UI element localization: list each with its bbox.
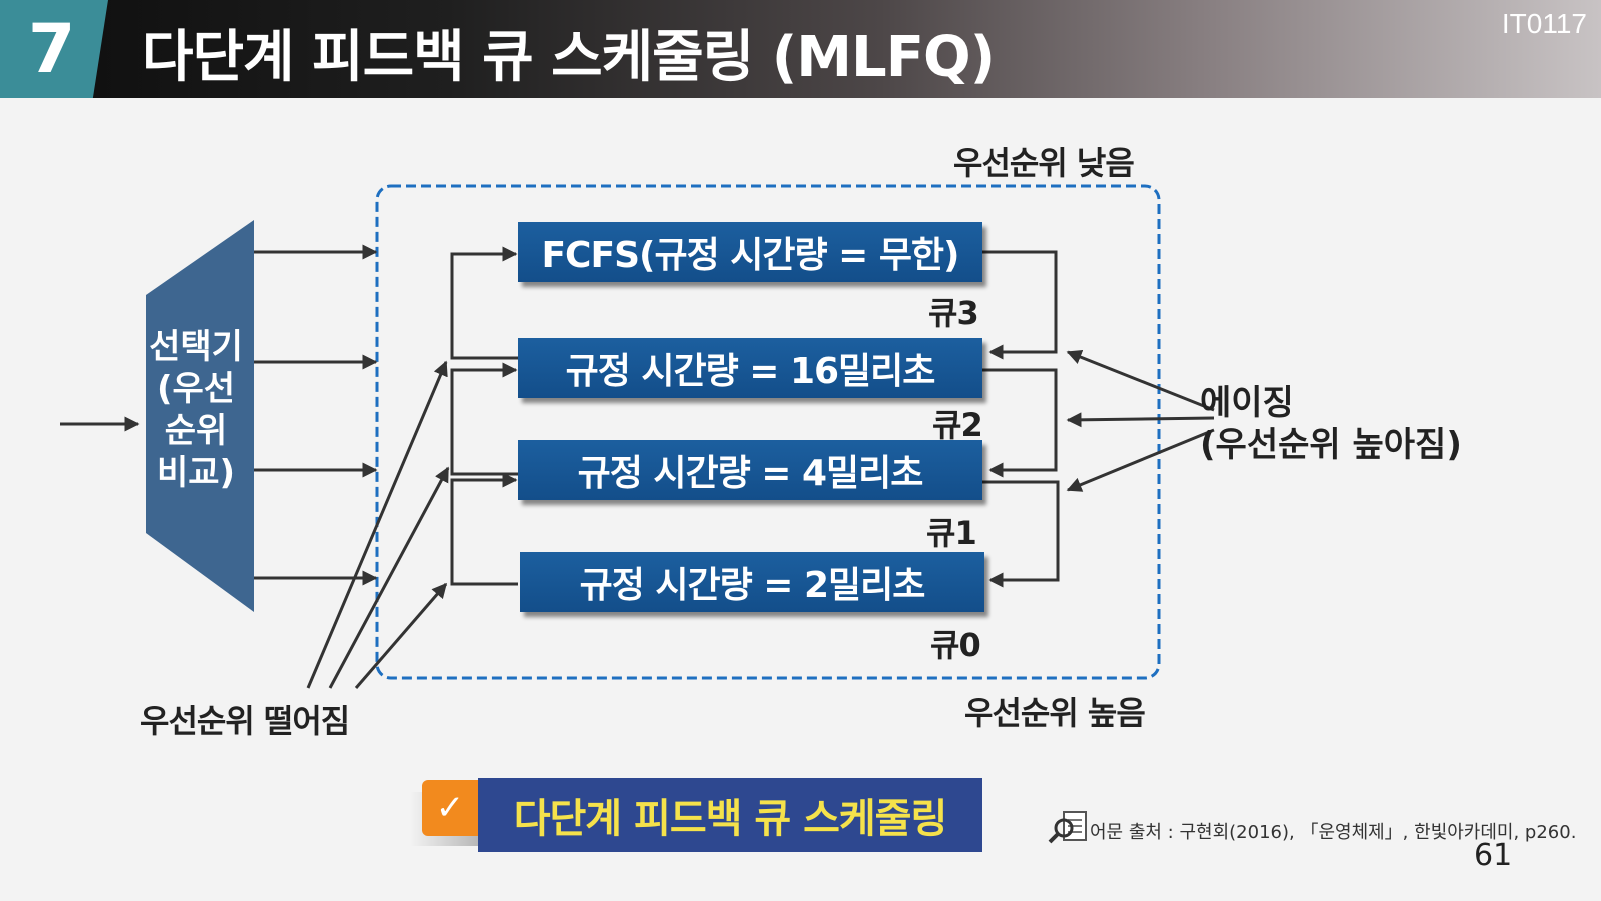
aging-label: 에이징 (우선순위 높아짐) xyxy=(1200,383,1462,465)
summary-banner: 다단계 피드백 큐 스케줄링 xyxy=(478,778,982,852)
low-priority-label: 우선순위 낮음 xyxy=(953,144,1135,182)
queue-name-3: 큐3 xyxy=(928,294,979,332)
high-priority-label: 우선순위 높음 xyxy=(964,694,1146,732)
queue-box-1: 규정 시간량 = 4밀리초 xyxy=(518,440,982,500)
section-number: 7 xyxy=(0,0,108,98)
slide-title: 다단계 피드백 큐 스케줄링 (MLFQ) xyxy=(142,25,995,90)
priority-drop-label: 우선순위 떨어짐 xyxy=(140,702,350,740)
queue-name-2: 큐2 xyxy=(932,406,983,444)
priority-region xyxy=(375,184,1161,680)
aging-arrow xyxy=(1066,350,1215,412)
slide-header: 7 다단계 피드백 큐 스케줄링 (MLFQ) IT0117 xyxy=(0,0,1601,98)
feedback-path xyxy=(982,250,1058,360)
aging-arrow xyxy=(1066,428,1215,492)
priority-drop-arrow xyxy=(328,466,450,689)
priority-drop-arrow xyxy=(306,360,448,689)
queue-box-2: 규정 시간량 = 16밀리초 xyxy=(518,338,982,398)
aging-arrow xyxy=(1066,412,1215,428)
source-citation: 어문 출처 : 구현회(2016), 「운영체제」, 한빛아카데미, p260. xyxy=(1090,822,1577,843)
priority-drop-arrow xyxy=(354,582,448,689)
queue-box-0: 규정 시간량 = 2밀리초 xyxy=(520,552,984,612)
queue-box-3: FCFS(규정 시간량 = 무한) xyxy=(518,222,982,282)
queue-name-1: 큐1 xyxy=(926,514,977,552)
feedback-path xyxy=(982,368,1058,478)
magnifier-document-icon xyxy=(1048,811,1087,844)
course-code: IT0117 xyxy=(1501,8,1587,39)
selector-label: 선택기 (우선 순위 비교) xyxy=(149,327,243,493)
feedback-path xyxy=(982,480,1060,588)
queue-entry-path xyxy=(450,246,518,360)
page-number: 61 xyxy=(1474,838,1513,873)
selector-shape xyxy=(146,220,254,612)
queue-entry-path xyxy=(450,472,518,586)
queue-name-0: 큐0 xyxy=(930,626,981,664)
queue-entry-path xyxy=(450,362,518,476)
checkmark-icon: ✓ xyxy=(422,780,478,836)
